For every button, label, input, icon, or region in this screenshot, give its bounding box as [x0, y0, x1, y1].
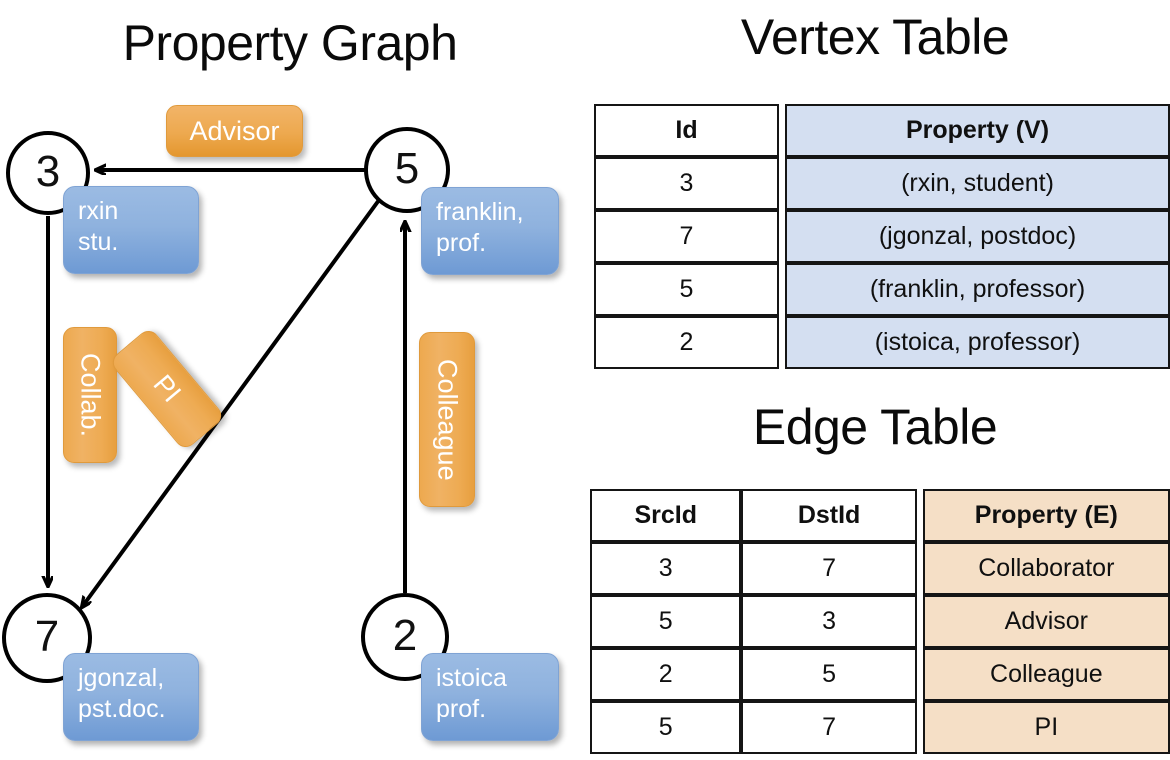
- edge-table-column-gap: [916, 489, 923, 542]
- vertex-cell-id: 3: [594, 157, 779, 210]
- edge-cell-srcid: 2: [590, 648, 742, 701]
- vertex-table-column-gap: [779, 104, 785, 157]
- graph-node-5-label: 5: [394, 144, 420, 193]
- table-row[interactable]: 7 (jgonzal, postdoc): [594, 210, 1170, 263]
- vertex-property-box-7-line2: pst.doc.: [78, 694, 166, 723]
- vertex-property-box-2[interactable]: istoica prof.: [421, 653, 559, 741]
- vertex-property-box-2-line1: istoica: [436, 664, 507, 692]
- edge-table-column-gap: [916, 701, 923, 754]
- graph-edges-svg: [0, 0, 585, 760]
- vertex-cell-property: (jgonzal, postdoc): [785, 210, 1170, 263]
- edge-cell-srcid: 5: [590, 595, 742, 648]
- graph-node-2-label: 2: [392, 611, 418, 660]
- vertex-cell-property: (rxin, student): [785, 157, 1170, 210]
- edge-table-column-gap: [916, 542, 923, 595]
- edge-label-colleague[interactable]: Colleague: [419, 332, 475, 507]
- edge-label-collab[interactable]: Collab.: [63, 327, 117, 463]
- edge-table-header-srcid: SrcId: [590, 489, 742, 542]
- vertex-cell-property: (franklin, professor): [785, 263, 1170, 316]
- vertex-table-column-gap: [779, 210, 785, 263]
- edge-cell-property: Collaborator: [922, 542, 1170, 595]
- vertex-table-header-property: Property (V): [785, 104, 1170, 157]
- edge-cell-srcid: 5: [590, 701, 742, 754]
- page-title-property-graph: Property Graph: [122, 15, 458, 71]
- table-row[interactable]: 3 7 Collaborator: [590, 542, 1170, 595]
- edge-cell-dstid: 7: [741, 701, 917, 754]
- vertex-property-box-3[interactable]: rxin stu.: [63, 186, 199, 274]
- edge-cell-property: Advisor: [922, 595, 1170, 648]
- vertex-table-header-row: Id Property (V): [594, 104, 1170, 157]
- graph-node-7-label: 7: [34, 612, 60, 661]
- edge-label-advisor[interactable]: Advisor: [166, 105, 303, 157]
- vertex-property-box-5[interactable]: franklin, prof.: [421, 187, 559, 275]
- edge-cell-srcid: 3: [590, 542, 742, 595]
- edge-cell-dstid: 5: [741, 648, 917, 701]
- vertex-cell-id: 5: [594, 263, 779, 316]
- vertex-table: Id Property (V) 3 (rxin, student) 7 (jgo…: [594, 104, 1170, 369]
- vertex-property-box-3-line2: stu.: [78, 227, 119, 256]
- edge-label-colleague-text: Colleague: [432, 358, 463, 481]
- edge-table-header-dstid: DstId: [741, 489, 917, 542]
- table-row[interactable]: 5 (franklin, professor): [594, 263, 1170, 316]
- edge-cell-dstid: 3: [741, 595, 917, 648]
- vertex-property-box-7-line1: jgonzal,: [78, 664, 165, 692]
- graph-node-5[interactable]: 5: [364, 127, 450, 213]
- vertex-table-header-id: Id: [594, 104, 779, 157]
- vertex-property-box-5-line1: franklin,: [436, 198, 524, 226]
- page-title-edge-table: Edge Table: [752, 399, 998, 455]
- table-row[interactable]: 5 3 Advisor: [590, 595, 1170, 648]
- table-row[interactable]: 3 (rxin, student): [594, 157, 1170, 210]
- vertex-cell-id: 7: [594, 210, 779, 263]
- edge-table-column-gap: [916, 595, 923, 648]
- table-row[interactable]: 2 (istoica, professor): [594, 316, 1170, 369]
- edge-label-advisor-text: Advisor: [189, 115, 280, 146]
- table-row[interactable]: 5 7 PI: [590, 701, 1170, 754]
- vertex-cell-property: (istoica, professor): [785, 316, 1170, 369]
- vertex-cell-id: 2: [594, 316, 779, 369]
- vertex-property-box-3-line1: rxin: [78, 197, 119, 225]
- vertex-table-column-gap: [779, 157, 785, 210]
- edge-cell-property: PI: [922, 701, 1170, 754]
- page-title-vertex-table: Vertex Table: [740, 9, 1010, 65]
- property-graph-diagram: 3 5 7 2 rxin stu. franklin, prof. jgonza…: [0, 0, 585, 760]
- edge-label-pi-text: PI: [147, 369, 188, 409]
- edge-cell-property: Colleague: [922, 648, 1170, 701]
- vertex-property-box-2-line2: prof.: [436, 694, 487, 723]
- vertex-property-box-7[interactable]: jgonzal, pst.doc.: [63, 653, 199, 741]
- graph-node-3-label: 3: [35, 147, 61, 196]
- edge-5-to-7-pi: [82, 198, 381, 607]
- edge-table-header-property: Property (E): [922, 489, 1170, 542]
- graph-node-2[interactable]: 2: [361, 593, 449, 681]
- edge-table-header-row: SrcId DstId Property (E): [590, 489, 1170, 542]
- edge-label-collab-text: Collab.: [75, 352, 106, 438]
- table-row[interactable]: 2 5 Colleague: [590, 648, 1170, 701]
- edge-table-column-gap: [916, 648, 923, 701]
- vertex-table-column-gap: [779, 316, 785, 369]
- edge-table: SrcId DstId Property (E) 3 7 Collaborato…: [590, 489, 1170, 754]
- vertex-property-box-5-line2: prof.: [436, 228, 487, 257]
- edge-cell-dstid: 7: [741, 542, 917, 595]
- vertex-table-column-gap: [779, 263, 785, 316]
